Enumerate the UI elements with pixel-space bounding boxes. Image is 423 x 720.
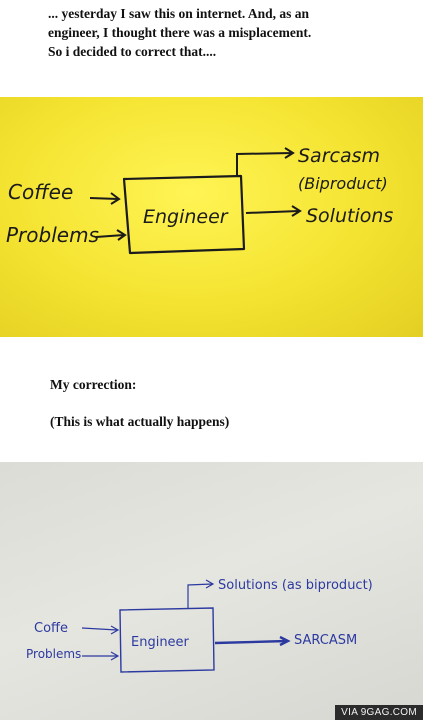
engineer-box-label: Engineer <box>131 635 190 650</box>
solutions-output-label: Solutions <box>306 205 393 227</box>
intro-line-2: engineer, I thought there was a misplace… <box>48 25 312 40</box>
problems-arrow <box>95 229 127 241</box>
intro-line-3: So i decided to correct that.... <box>48 44 217 59</box>
sarcasm-arrow <box>236 147 295 177</box>
intro-line-1: ... yesterday I saw this on internet. An… <box>48 6 310 21</box>
original-diagram: Engineer Coffee Problems Sarcasm (Biprod… <box>6 145 393 255</box>
solutions-arrow <box>245 205 302 217</box>
problems-arrow <box>82 651 120 661</box>
watermark: VIA 9GAG.COM <box>335 705 423 720</box>
corrected-diagram-photo: Engineer Coffe Problems Solutions (as bi… <box>0 462 423 720</box>
sarcasm-arrow <box>214 635 291 647</box>
coffe-input-label: Coffe <box>34 621 68 636</box>
correction-subheading: (This is what actually happens) <box>50 414 230 429</box>
original-diagram-photo: Engineer Coffee Problems Sarcasm (Biprod… <box>0 97 423 337</box>
coffee-input-label: Coffee <box>8 180 73 204</box>
engineer-box <box>122 174 246 255</box>
correction-heading: My correction: <box>50 377 137 392</box>
solutions-output-label: Solutions (as biproduct) <box>218 578 373 593</box>
problems-input-label: Problems <box>6 223 99 247</box>
intro-text: ... yesterday I saw this on internet. An… <box>48 4 418 61</box>
solutions-arrow <box>187 579 215 609</box>
sarcasm-output-label: SARCASM <box>294 633 357 648</box>
problems-input-label: Problems <box>26 647 81 661</box>
sarcasm-output-label: Sarcasm <box>298 145 380 167</box>
engineer-box-label: Engineer <box>143 206 229 228</box>
coffee-arrow <box>89 192 121 205</box>
corrected-diagram: Engineer Coffe Problems Solutions (as bi… <box>26 578 373 673</box>
coffe-arrow <box>81 625 120 635</box>
engineer-box <box>119 607 215 673</box>
biproduct-note: (Biproduct) <box>298 174 388 193</box>
